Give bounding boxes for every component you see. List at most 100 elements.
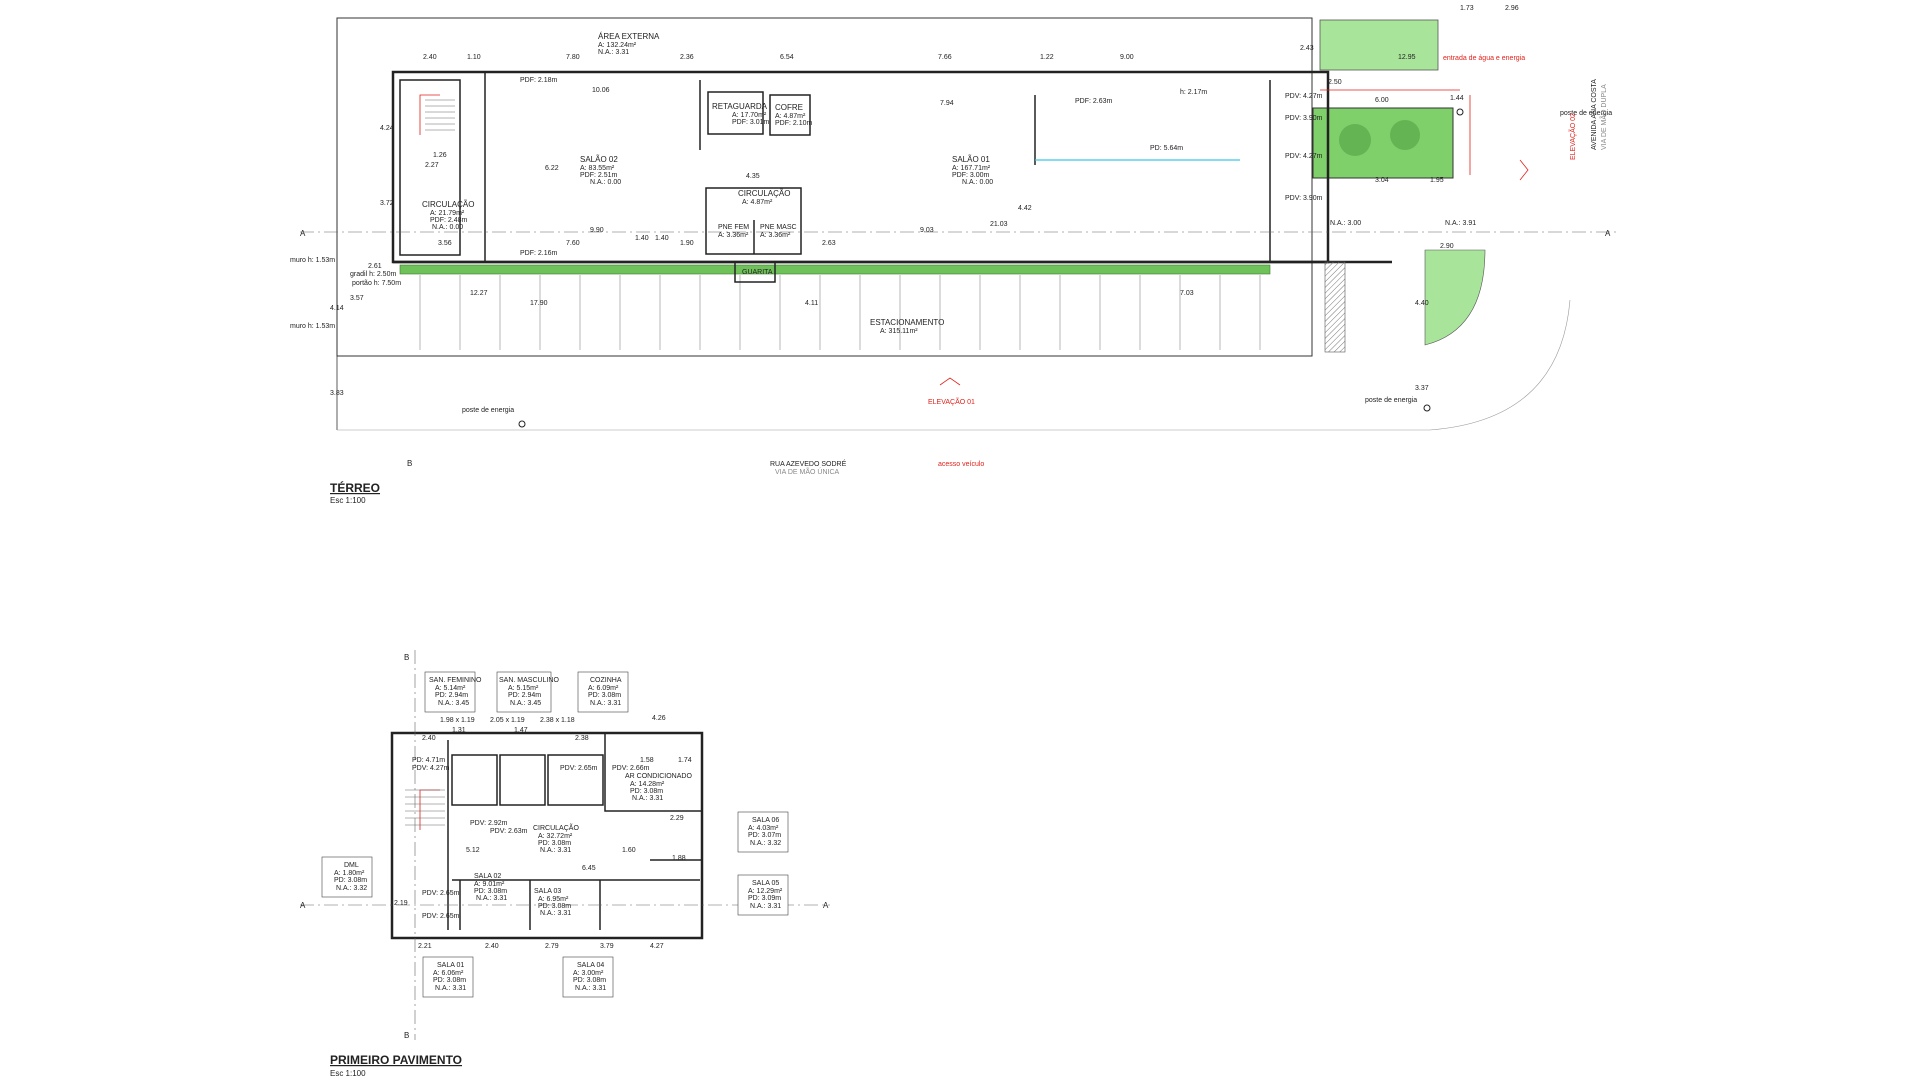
dim-43: 4.42: [1018, 205, 1032, 212]
dim-27: 3.04: [1375, 177, 1389, 184]
sala-05-name: SALA 05: [752, 880, 779, 887]
first-cut-a-right: A: [823, 901, 829, 910]
terreo-title: TÉRREO: [330, 480, 380, 495]
sala-06-na: N.A.: 3.32: [750, 840, 781, 847]
tag-sala-06: SALA 06 A: 4.03m² PD: 3.07m N.A.: 3.32: [737, 811, 789, 853]
retaguarda-area: A: 17.70m²: [732, 112, 767, 119]
p-dim-21: 2.38 x 1.18: [540, 717, 575, 724]
sala-01-name: SALA 01: [437, 962, 464, 969]
sala-06-pd: PD: 3.07m: [748, 832, 781, 839]
green-area-corner: [1424, 249, 1486, 346]
portao-note: portão h: 7.50m: [352, 280, 401, 287]
dim-14: 7.60: [566, 240, 580, 247]
sala-02-na: N.A.: 3.31: [476, 895, 507, 902]
sala-04-na: N.A.: 3.31: [575, 985, 606, 992]
dim-18: 9.03: [920, 227, 934, 234]
dim-46: 1.95: [1430, 177, 1444, 184]
p-dim-2: 1.31: [452, 727, 466, 734]
sala-03-na: N.A.: 3.31: [540, 910, 571, 917]
energy-post-marker-2: [518, 420, 526, 428]
tag-san-masc: SAN. MASCULINO A: 5.15m² PD: 2.94m N.A.:…: [496, 671, 559, 713]
p-pdv-4: PDV: 2.63m: [490, 828, 528, 835]
circ-na: N.A.: 3.31: [540, 847, 571, 854]
dim-4: 2.36: [680, 54, 694, 61]
interior-walls: [399, 72, 1271, 283]
sala-03-name: SALA 03: [534, 888, 561, 895]
retaguarda-name: RETAGUARDA: [712, 102, 768, 111]
p-dim-11: 1.58: [640, 757, 654, 764]
ramp-hatch: [1324, 261, 1346, 353]
cozinha-area: A: 6.09m²: [588, 685, 619, 692]
dim-42: 4.11: [805, 300, 818, 307]
dim-29: 4.40: [1415, 300, 1429, 307]
ar-name: AR CONDICIONADO: [625, 773, 692, 780]
circulacao-b-area: A: 4.87m²: [742, 199, 773, 206]
p-dim-18: 2.19: [394, 900, 408, 907]
cozinha-name: COZINHA: [590, 677, 622, 684]
dim-1: 2.40: [423, 54, 437, 61]
dim-38: 2.61: [368, 263, 382, 270]
dim-5: 6.54: [780, 54, 794, 61]
dim-24: 6.00: [1375, 97, 1389, 104]
salao-01-name: SALÃO 01: [952, 155, 990, 164]
primeiro-pavimento-plan: A A B B SAN. FEMININO A: 5.14m² PD: 2.94…: [300, 650, 830, 1078]
elevation-01-label: ELEVAÇÃO 01: [928, 397, 975, 406]
area-externa-na: N.A.: 3.31: [598, 49, 629, 56]
san-fem-na: N.A.: 3.45: [438, 700, 469, 707]
dim-20: 17.90: [530, 300, 548, 307]
pdv-note-1: PDV: 4.27m: [1285, 93, 1323, 100]
ar-pd: PD: 3.08m: [630, 788, 663, 795]
dim-25: 2.50: [1328, 79, 1342, 86]
cut-b-bottom: B: [407, 459, 412, 468]
dim-34: 2.27: [425, 162, 439, 169]
cofre-area: A: 4.87m²: [775, 113, 806, 120]
energy-post-marker-3: [1423, 404, 1431, 412]
p-dim-15: 1.60: [622, 847, 636, 854]
circulacao-b-name: CIRCULAÇÃO: [738, 189, 790, 198]
street-note: VIA DE MÃO ÚNICA: [775, 467, 840, 476]
ar-area: A: 14.28m²: [630, 781, 665, 788]
energy-post-label: poste de energia: [1560, 110, 1612, 117]
ar-na: N.A.: 3.31: [632, 795, 663, 802]
dim-10: 6.22: [545, 165, 559, 172]
san-fem-name: SAN. FEMININO: [429, 677, 482, 684]
cut-a-left: A: [300, 229, 306, 238]
first-cut-b-bottom: B: [404, 1031, 409, 1040]
guarita-name: GUARITA: [742, 269, 773, 276]
san-masc-pd: PD: 2.94m: [508, 692, 541, 699]
first-cut-a-left: A: [300, 901, 306, 910]
san-fem-pd: PD: 2.94m: [435, 692, 468, 699]
lot-boundary: [336, 17, 1313, 357]
p-dim-7: 2.40: [485, 943, 499, 950]
green-area-top: [1319, 19, 1439, 71]
terreo-scale: Esc 1:100: [330, 496, 366, 505]
dim-28: 2.90: [1440, 243, 1454, 250]
elevation-02-label: ELEVAÇÃO 02: [1568, 113, 1577, 160]
dim-21: 21.03: [990, 221, 1008, 228]
avenue-note: VIA DE MÃO DUPLA: [1599, 84, 1608, 150]
dim-8: 9.00: [1120, 54, 1134, 61]
tag-cozinha: COZINHA A: 6.09m² PD: 3.08m N.A.: 3.31: [577, 671, 629, 713]
circulacao-a-pdf: PDF: 2.48m: [430, 217, 468, 224]
p-dim-10: 4.27: [650, 943, 664, 950]
retaguarda-pdf: PDF: 3.01m: [732, 119, 770, 126]
p-pdv-1: PDV: 2.65m: [560, 765, 598, 772]
cozinha-pd: PD: 3.08m: [588, 692, 621, 699]
p-pdv-5: PDV: 2.65m: [422, 890, 460, 897]
first-stair-steps: [405, 789, 445, 826]
elevation-marks: [939, 89, 1529, 386]
p-pdv-2: PDV: 2.66m: [612, 765, 650, 772]
sala-02-name: SALA 02: [474, 873, 501, 880]
estacionamento-area: A: 315.11m²: [880, 328, 918, 335]
p-dim-12: 1.74: [678, 757, 692, 764]
salao-02-pdf: PDF: 2.51m: [580, 172, 618, 179]
pdf-note-1: PDF: 2.18m: [520, 77, 558, 84]
sala-06-area: A: 4.03m²: [748, 825, 779, 832]
energy-post-marker: [1456, 108, 1464, 116]
dim-2: 1.10: [467, 54, 481, 61]
dim-35: 1.26: [433, 152, 447, 159]
sala-06-name: SALA 06: [752, 817, 779, 824]
dim-33: 4.24: [380, 125, 394, 132]
sala-04-name: SALA 04: [577, 962, 604, 969]
salao-01-na: N.A.: 0.00: [962, 179, 993, 186]
